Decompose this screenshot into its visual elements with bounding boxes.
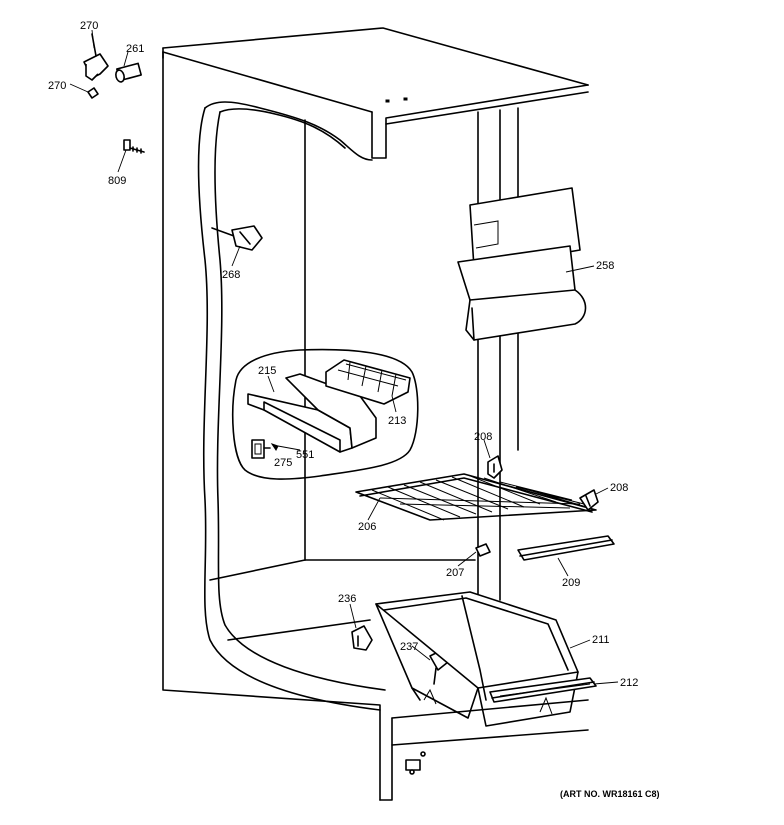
wire-shelf-206 bbox=[355, 473, 597, 521]
label-236: 236 bbox=[338, 593, 356, 605]
bracket-236 bbox=[351, 625, 373, 651]
label-551: 551 bbox=[296, 449, 314, 461]
part-labels: 270 261 270 809 268 258 215 213 551 275 … bbox=[48, 20, 660, 799]
label-258: 258 bbox=[596, 260, 614, 272]
shelf-support-208-left bbox=[487, 455, 503, 479]
cabinet-shell bbox=[162, 27, 589, 801]
art-number-label: (ART NO. WR18161 C8) bbox=[560, 789, 660, 799]
cabinet-liner bbox=[197, 101, 519, 711]
label-206: 206 bbox=[358, 521, 376, 533]
shelf-support-208-right bbox=[579, 489, 599, 511]
label-270-top: 270 bbox=[80, 20, 98, 32]
label-261: 261 bbox=[126, 43, 144, 55]
water-valve-assembly bbox=[83, 33, 142, 99]
thermostat-268 bbox=[211, 225, 263, 251]
label-215: 215 bbox=[258, 365, 276, 377]
leader-lines bbox=[69, 29, 619, 685]
crisper-pan-211 bbox=[375, 591, 579, 727]
label-211: 211 bbox=[592, 634, 610, 646]
label-275: 275 bbox=[274, 457, 292, 469]
label-809: 809 bbox=[108, 175, 126, 187]
label-268: 268 bbox=[222, 269, 240, 281]
label-209: 209 bbox=[562, 577, 580, 589]
label-207: 207 bbox=[446, 567, 464, 579]
shelf-trim-209 bbox=[517, 535, 615, 561]
label-212: 212 bbox=[620, 677, 638, 689]
crisper-trim-212 bbox=[489, 677, 597, 703]
label-208-left: 208 bbox=[474, 431, 492, 443]
label-208-right: 208 bbox=[610, 482, 628, 494]
dairy-compartment-callout bbox=[232, 348, 419, 480]
shelf-support-207 bbox=[475, 543, 491, 557]
screw-809 bbox=[123, 139, 145, 154]
light-shield-258 bbox=[457, 187, 587, 341]
label-213: 213 bbox=[388, 415, 406, 427]
label-270-left: 270 bbox=[48, 80, 66, 92]
label-237: 237 bbox=[400, 641, 418, 653]
